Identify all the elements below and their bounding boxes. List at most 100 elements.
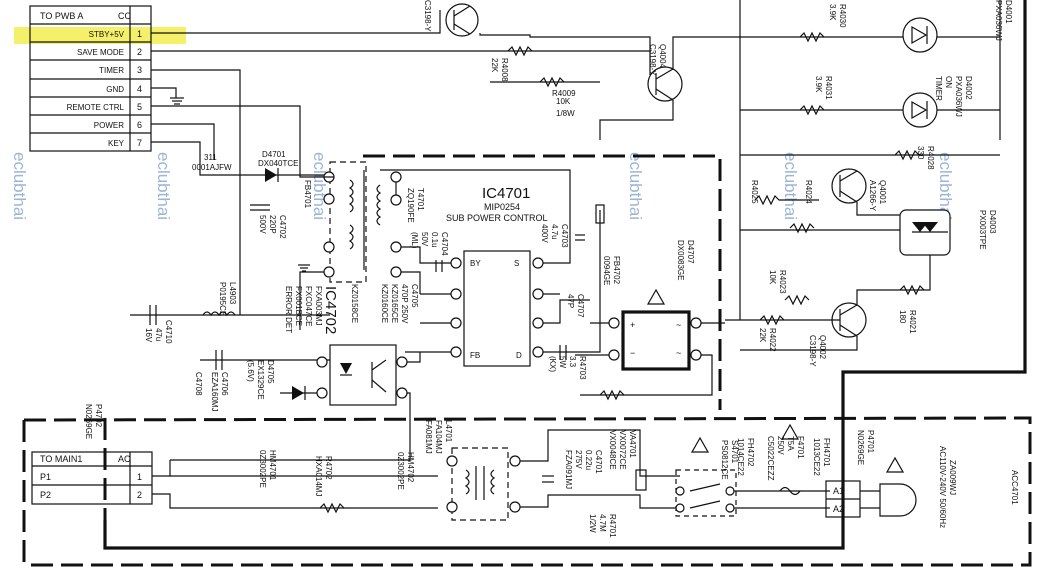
r4022-value: 22K (758, 328, 767, 343)
d4701-label: D4701 (262, 150, 286, 159)
l4903-part: P0195CE (218, 282, 227, 316)
q4003-transistor: C3198-Y (423, 0, 479, 37)
pwba-header-left: TO PWB A (40, 11, 83, 21)
r4008-value: 22K (490, 58, 499, 73)
ic4702-name: IC4702 (322, 286, 339, 334)
t4701-label: T4701 (416, 188, 425, 211)
pwba-row-label: GND (106, 85, 124, 94)
ac-connector: A1 A2 P4701 N0269GE ACC4701 ZA009WJ AC11… (825, 430, 1019, 528)
ic4701: IC4701 MIP0254 SUB POWER CONTROL BY S FB… (380, 169, 601, 367)
q4004-label: Q4004 (658, 44, 667, 69)
r4009-label: R4009 (552, 89, 576, 98)
p4702-label: P4702 (94, 404, 103, 428)
ic4701-pin-by: BY (470, 259, 481, 268)
c4701-value: 0.22u (584, 450, 593, 470)
kz-3: KZ0158CE (350, 284, 359, 323)
pwba-row-label: REMOTE CTRL (67, 103, 125, 112)
va4701-label: VA4701 (628, 430, 637, 458)
kz-2: KZ0160CE (380, 284, 389, 323)
d4705-volt: (5.6V) (246, 360, 255, 382)
c4706-label: C4706 (220, 372, 229, 396)
j311-label: 311 (204, 153, 217, 162)
va4701-part2: VX0048CE (608, 430, 617, 470)
c4710-label: C4710 (164, 320, 173, 344)
main-row-pin: 1 (137, 472, 142, 482)
pwba-row-pin: 1 (137, 29, 142, 39)
t4701-transformer: T4701 ZQ190FE (299, 160, 451, 330)
hm4701-label: HM4701 (268, 450, 277, 481)
r4701-value: 4.7M (598, 514, 607, 532)
ic4702-line: ERROR DET (284, 286, 293, 333)
d4002-timer: TIMER (934, 76, 943, 101)
pwba-row-pin: 2 (137, 47, 142, 57)
svg-text:−: − (630, 348, 635, 358)
r4031-label: R4031 (824, 76, 833, 100)
c4705-label: C4705 (410, 284, 419, 308)
c4702-voltage: 500V (258, 215, 267, 234)
c4703-value: 4.7u (550, 224, 559, 240)
main-row-label: P2 (40, 490, 51, 500)
q4002-part: C3198-Y (808, 335, 817, 367)
led-section: R4030 3.9K R4031 3.9K D4001 PXA036WJ D40… (739, 0, 1013, 230)
r4030-value: 3.9K (828, 4, 837, 21)
q4003-label: C3198-Y (423, 0, 432, 32)
acc4701-part: ZA009WJ (948, 460, 957, 495)
c4701-volt: 275V (574, 450, 583, 469)
l4701-label: L4701 (444, 420, 453, 443)
left-components: D4701 DX040TCE 311 0001AJFW FB4701 C4702… (130, 150, 330, 412)
j311-part: 0001AJFW (192, 163, 232, 172)
ic4701-name: IC4701 (482, 185, 530, 202)
ic4701-periphery: C4704 0.1u 50V (ML) C4703 4.7u 400V C470… (350, 204, 621, 380)
c4710-value: 47u (154, 328, 163, 341)
pwba-row-label: TIMER (99, 66, 124, 75)
d4705-part: EX1329CE (256, 360, 265, 400)
ic4701-pin-fb: FB (470, 351, 480, 360)
r4009-watt: 1/8W (556, 109, 575, 118)
c4707-value: 47P (566, 294, 575, 308)
va4701-part1: VX0072CE (618, 430, 627, 470)
watermark: eclubthai (936, 152, 955, 220)
p4701-label: P4701 (866, 430, 875, 454)
r4701-watt: 1/2W (588, 514, 597, 533)
watermark: eclubthai (626, 152, 645, 220)
r4701-label: R4701 (608, 514, 617, 538)
c4702-label: C4702 (278, 215, 287, 239)
d4002-part: PXA036WJ (954, 76, 963, 117)
fh4702-label: FH4702 (746, 438, 755, 467)
ic4702-line: FXC047CE (304, 286, 313, 326)
pwba-row-pin: 4 (137, 84, 142, 94)
pwba-row-pin: 6 (137, 120, 142, 130)
c4701-part: FZA091MJ (564, 450, 573, 489)
c4704-volt: 50V (420, 232, 429, 247)
r4028-value: 330 (916, 146, 925, 160)
r4021-value: 180 (898, 310, 907, 324)
hm4702-part: 0Z3002PE (396, 452, 405, 490)
d4003-part: PX003TPE (978, 210, 987, 250)
ac-pin1: A1 (833, 486, 844, 496)
c4704-label: C4704 (440, 232, 449, 256)
d4002-label: D4002 (964, 76, 973, 100)
fb4702-part: 0094GE (602, 256, 611, 285)
watermark: eclubthai (781, 152, 800, 220)
s4701-label: S4701 (730, 440, 739, 464)
d4001-part: PXA036WJ (994, 0, 1003, 41)
f4701-volt: 250V (776, 436, 785, 455)
d4707-label: D4707 (686, 240, 695, 264)
f4701-rate: T5A (786, 436, 795, 451)
watermark: eclubthai (310, 152, 329, 220)
fb4702-label: FB4702 (612, 256, 621, 285)
d4707-bridge: + − ~ ~ D4707 DX0083GE (575, 240, 725, 401)
s4701-part: PS0812CE (720, 440, 729, 480)
ic4702-line: FX001BCE (294, 286, 303, 326)
ic4702-photocoupler: IC4702 FXA003MJ FXC047CE FX001BCE ERROR … (170, 286, 421, 461)
q4004-transistor: Q4004 C3198-Y (647, 44, 683, 102)
q4002-label: Q4002 (818, 335, 827, 360)
p4702-part: N0269GE (84, 404, 93, 439)
pwba-header-right: CC (118, 11, 131, 21)
fh4701-part: 1013CE22 (812, 438, 821, 476)
acc4701-rating: AC110V-240V 50/60Hz (938, 446, 947, 528)
ic4701-pin-s: S (514, 259, 519, 268)
switch-fuse: S4701 PS0812CE FH4702 1014CE22 F4701 T5A… (675, 423, 905, 517)
main-header-right: AC (118, 454, 131, 464)
